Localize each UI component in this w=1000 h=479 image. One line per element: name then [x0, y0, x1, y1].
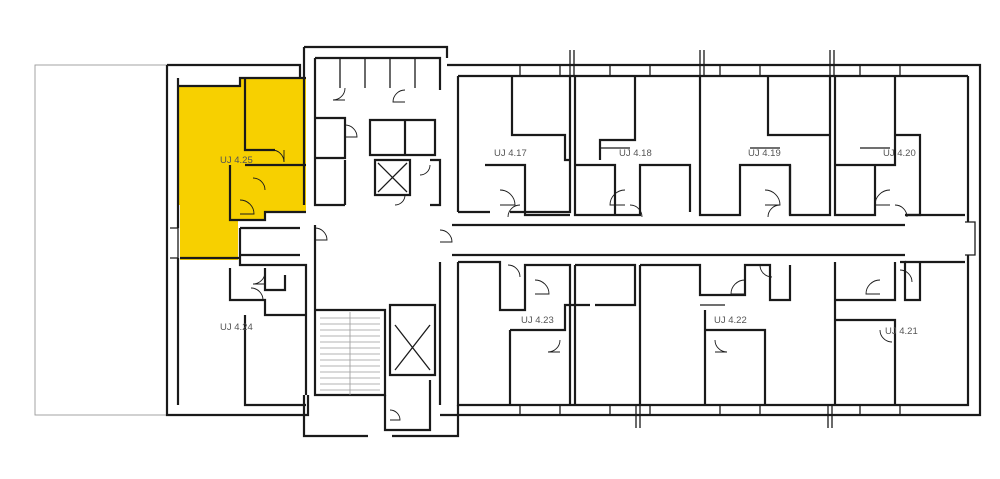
unit-label-4-21[interactable]: UJ 4.21 — [885, 326, 918, 337]
unit-label-4-20[interactable]: UJ 4.20 — [883, 148, 916, 159]
right-wing-upper-walls — [458, 76, 922, 217]
facade-windows — [170, 50, 976, 428]
left-wing-walls — [178, 76, 308, 407]
unit-label-4-23[interactable]: UJ 4.23 — [521, 315, 554, 326]
unit-label-4-25[interactable]: UJ 4.25 — [220, 155, 253, 166]
terrace-outline — [34, 64, 168, 416]
unit-label-4-17[interactable]: UJ 4.17 — [494, 148, 527, 159]
unit-label-4-22[interactable]: UJ 4.22 — [714, 315, 747, 326]
unit-4-25-highlight[interactable] — [178, 78, 306, 260]
stair-treads — [320, 312, 380, 395]
unit-4-25-fill[interactable] — [178, 78, 306, 260]
door-swings — [239, 87, 913, 421]
unit-labels: UJ 4.25 UJ 4.17 UJ 4.18 UJ 4.19 UJ 4.20 … — [220, 148, 918, 337]
building-outer-walls — [165, 45, 982, 438]
core-walls — [313, 56, 442, 432]
unit-label-4-24[interactable]: UJ 4.24 — [220, 322, 253, 333]
unit-label-4-19[interactable]: UJ 4.19 — [748, 148, 781, 159]
unit-label-4-18[interactable]: UJ 4.18 — [619, 148, 652, 159]
right-wing-lower-walls — [458, 260, 922, 405]
